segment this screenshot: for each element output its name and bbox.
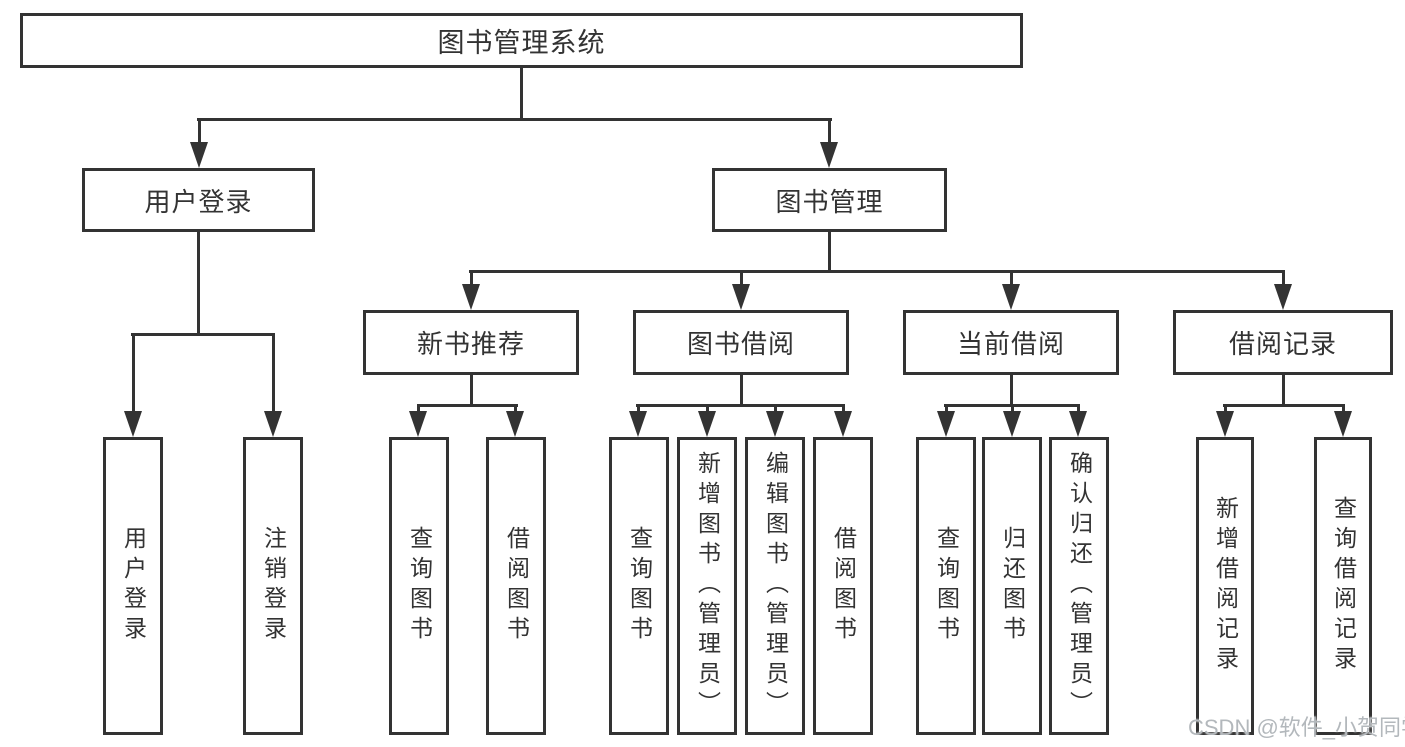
leaf-cb-query-books: 查询图书 <box>916 437 976 735</box>
node-user-login: 用户登录 <box>82 168 315 232</box>
node-book-management: 图书管理 <box>712 168 947 232</box>
arrow-down-to-borrow-records <box>1274 272 1292 310</box>
arrow-down-to-nb-query-books <box>409 405 427 437</box>
leaf-bb-edit-books-admin-label: 编辑图书（管理员） <box>762 451 789 721</box>
leaf-nb-query-books-label: 查询图书 <box>406 526 433 646</box>
connector-level2-rail <box>469 270 1285 273</box>
leaf-bb-edit-books-admin: 编辑图书（管理员） <box>745 437 805 735</box>
arrow-down-to-bb-add-books <box>698 405 716 437</box>
connector-borrow-records-stub <box>1282 375 1285 405</box>
connector-new-book-rail <box>417 404 518 407</box>
connector-current-borrow-stub <box>1010 375 1013 405</box>
arrow-down-to-current-borrow <box>1002 272 1020 310</box>
connector-user-login-stub <box>197 232 200 335</box>
leaf-bb-borrow-books: 借阅图书 <box>813 437 873 735</box>
leaf-cb-return-books-label: 归还图书 <box>999 526 1026 646</box>
arrow-down-to-leaf-logout <box>264 335 282 437</box>
leaf-br-add-record: 新增借阅记录 <box>1196 437 1254 735</box>
csdn-watermark: CSDN @软件_小贺同学 <box>1188 715 1405 740</box>
arrow-down-to-cb-confirm-return <box>1069 405 1087 437</box>
leaf-br-query-record-label: 查询借阅记录 <box>1330 496 1357 676</box>
node-borrow-records: 借阅记录 <box>1173 310 1393 375</box>
leaf-cb-confirm-return-admin-label: 确认归还（管理员） <box>1066 451 1093 721</box>
leaf-user-login-label: 用户登录 <box>120 526 147 646</box>
leaf-logout-label: 注销登录 <box>260 526 287 646</box>
arrow-down-to-bb-borrow-books <box>834 405 852 437</box>
arrow-down-to-leaf-user-login <box>124 335 142 437</box>
node-library-management-system: 图书管理系统 <box>20 13 1023 68</box>
leaf-bb-add-books-admin-label: 新增图书（管理员） <box>694 451 721 721</box>
connector-new-book-stub <box>470 375 473 405</box>
leaf-cb-return-books: 归还图书 <box>982 437 1042 735</box>
leaf-bb-borrow-books-label: 借阅图书 <box>830 526 857 646</box>
arrow-down-to-bb-query-books <box>629 405 647 437</box>
arrow-down-to-user-login <box>190 120 208 168</box>
leaf-nb-borrow-books: 借阅图书 <box>486 437 546 735</box>
leaf-logout: 注销登录 <box>243 437 303 735</box>
arrow-down-to-book-management <box>820 120 838 168</box>
node-book-borrow: 图书借阅 <box>633 310 849 375</box>
connector-book-borrow-rail <box>636 404 845 407</box>
connector-book-management-stub <box>828 232 831 272</box>
leaf-bb-query-books-label: 查询图书 <box>626 526 653 646</box>
arrow-down-to-book-borrow <box>732 272 750 310</box>
arrow-down-to-nb-borrow-books <box>506 405 524 437</box>
connector-book-borrow-stub <box>740 375 743 405</box>
arrow-down-to-bb-edit-books <box>766 405 784 437</box>
connector-root-stub <box>520 68 523 120</box>
arrow-down-to-cb-query-books <box>937 405 955 437</box>
leaf-nb-borrow-books-label: 借阅图书 <box>503 526 530 646</box>
arrow-down-to-br-query-record <box>1334 405 1352 437</box>
connector-level1-rail <box>197 118 832 121</box>
arrow-down-to-new-book-recommend <box>462 272 480 310</box>
leaf-user-login: 用户登录 <box>103 437 163 735</box>
connector-user-login-rail <box>131 333 275 336</box>
leaf-cb-confirm-return-admin: 确认归还（管理员） <box>1049 437 1109 735</box>
leaf-nb-query-books: 查询图书 <box>389 437 449 735</box>
connector-borrow-records-rail <box>1223 404 1345 407</box>
leaf-br-query-record: 查询借阅记录 <box>1314 437 1372 735</box>
arrow-down-to-br-add-record <box>1216 405 1234 437</box>
arrow-down-to-cb-return-books <box>1003 405 1021 437</box>
node-current-borrow: 当前借阅 <box>903 310 1119 375</box>
leaf-bb-add-books-admin: 新增图书（管理员） <box>677 437 737 735</box>
leaf-br-add-record-label: 新增借阅记录 <box>1212 496 1239 676</box>
leaf-cb-query-books-label: 查询图书 <box>933 526 960 646</box>
leaf-bb-query-books: 查询图书 <box>609 437 669 735</box>
node-new-book-recommend: 新书推荐 <box>363 310 579 375</box>
